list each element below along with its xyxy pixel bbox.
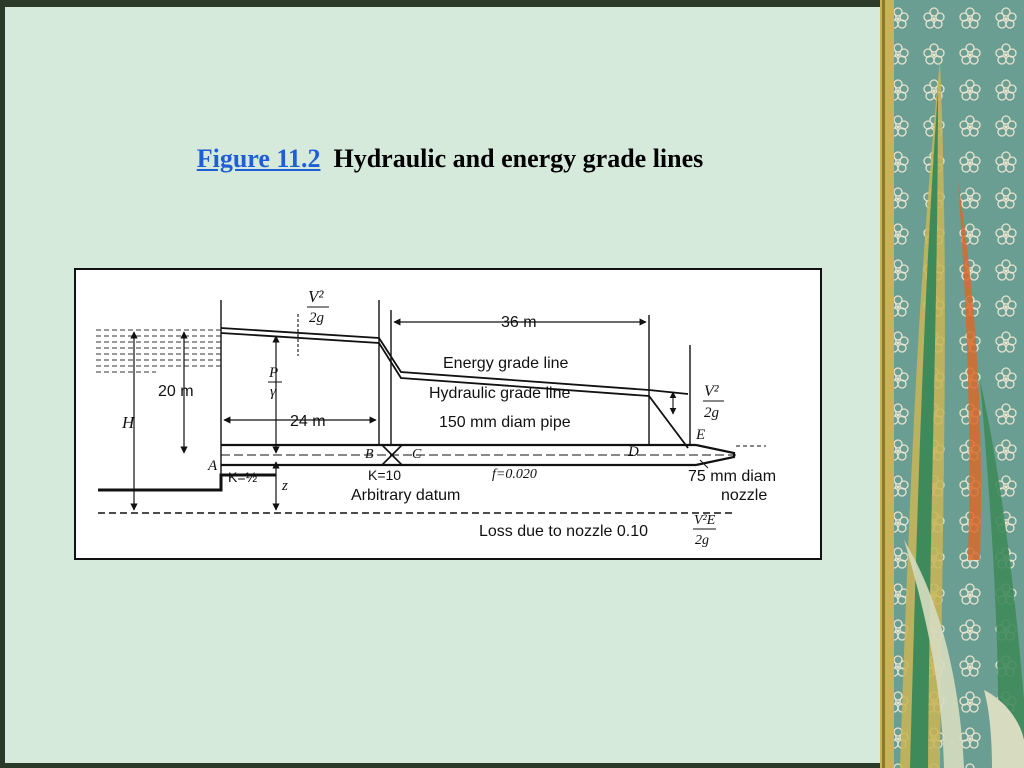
label-v2-top-num: V² xyxy=(308,287,324,306)
energy-grade-line xyxy=(220,327,689,395)
label-loss-den: 2g xyxy=(695,533,709,548)
figure-frame: V² 2g 36 m Energy grade line Hydraulic g… xyxy=(74,268,822,560)
decorative-border xyxy=(880,0,1024,768)
valve xyxy=(381,444,403,466)
label-p-num: P xyxy=(268,365,278,381)
label-point-A: A xyxy=(207,458,218,474)
label-point-E: E xyxy=(695,427,705,443)
label-pipe: 150 mm diam pipe xyxy=(439,414,571,431)
vertical-lines xyxy=(220,300,691,475)
label-datum: Arbitrary datum xyxy=(351,487,460,504)
label-H: H xyxy=(121,413,136,432)
reservoir-bottom xyxy=(98,473,276,492)
label-z: z xyxy=(281,478,288,494)
label-k-entrance: K=½ xyxy=(228,469,258,485)
hydraulic-grade-line xyxy=(220,332,689,449)
figure-label[interactable]: Figure 11.2 xyxy=(196,144,321,173)
label-v2-top-den: 2g xyxy=(309,310,325,326)
label-hydraulic-grade-line: Hydraulic grade line xyxy=(429,385,571,402)
label-point-B: B xyxy=(365,447,374,462)
label-dim-36: 36 m xyxy=(501,314,537,331)
label-v2-right-den: 2g xyxy=(704,405,720,421)
label-energy-grade-line: Energy grade line xyxy=(443,355,569,372)
decor-gold-edge xyxy=(882,0,885,768)
label-nozzle-line1: 75 mm diam xyxy=(688,468,776,485)
figure-caption: Hydraulic and energy grade lines xyxy=(333,144,704,173)
slide-title: Figure 11.2 Hydraulic and energy grade l… xyxy=(0,144,900,174)
label-point-D: D xyxy=(627,444,639,460)
label-loss: Loss due to nozzle 0.10 xyxy=(479,523,648,540)
label-nozzle-line2: nozzle xyxy=(721,487,767,504)
label-loss-num: V²E xyxy=(694,513,716,528)
label-p-den: γ xyxy=(270,384,277,400)
label-point-C: C xyxy=(412,447,422,462)
nozzle-leader xyxy=(699,459,709,469)
floral-flower-icon xyxy=(900,60,1024,768)
label-v2-right-num: V² xyxy=(704,383,720,400)
label-dim-24: 24 m xyxy=(290,413,326,430)
reservoir-water xyxy=(96,329,221,373)
grade-line-diagram: V² 2g 36 m Energy grade line Hydraulic g… xyxy=(96,287,776,548)
label-dim-20: 20 m xyxy=(158,383,194,400)
label-friction: f=0.020 xyxy=(492,467,537,482)
label-k-valve: K=10 xyxy=(368,467,401,483)
